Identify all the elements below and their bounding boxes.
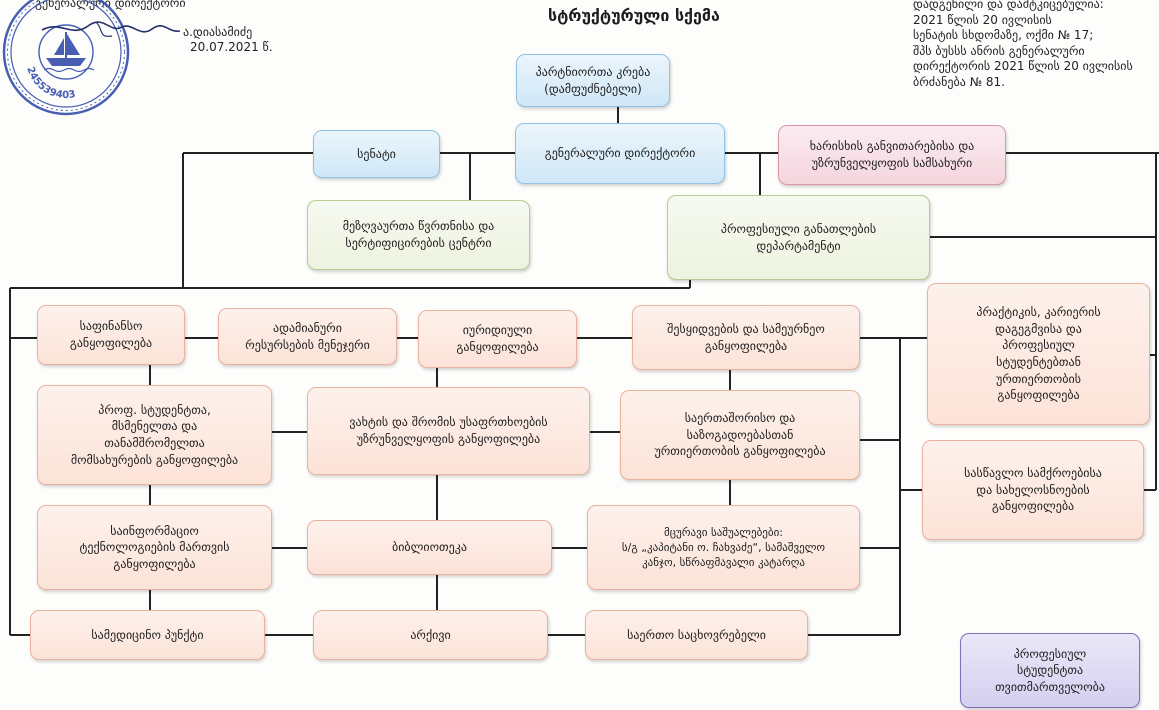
approval-line: ბრძანება № 81.: [913, 74, 1005, 89]
it-management-department-box: საინფორმაციო ტექნოლოგიების მართვის განყო…: [37, 505, 272, 590]
approval-line: დირექტორის 2021 წლის 20 ივლისის: [913, 59, 1133, 74]
unit-label: პარტნიორთა კრება (დამფუძნებელი): [535, 64, 651, 96]
security-labor-safety-department-box: ვახტის და შრომის უსაფრთხოების უზრუნველყო…: [307, 387, 590, 475]
unit-label: ადამიანური რესურსების მენეჯერი: [245, 320, 370, 352]
unit-label: მცურავი საშუალებები: ს/გ „კაპიტანი ო. ჩა…: [621, 525, 826, 570]
legal-department-box: იურიდიული განყოფილება: [418, 310, 577, 368]
approval-note: დადგენილი და დამტკიცებულია: 2021 წლის 20…: [913, 0, 1133, 91]
quality-service-box: ხარისხის განვითარებისა და უზრუნველყოფის …: [778, 125, 1006, 185]
unit-label: გენერალური დირექტორი: [544, 146, 696, 161]
workshops-department-box: სასწავლო სამქროებისა და სახელოსნოების გა…: [922, 440, 1144, 540]
unit-label: სენატი: [357, 146, 396, 161]
signatory-title: გენერალური დირექტორი: [35, 0, 186, 10]
signature-date: 20.07.2021 წ.: [190, 40, 273, 54]
library-box: ბიბლიოთეკა: [307, 520, 552, 575]
page-title: სტრუქტურული სქემა: [548, 6, 720, 25]
unit-label: იურიდიული განყოფილება: [456, 323, 539, 354]
signature: [41, 21, 181, 37]
unit-label: მეზღვაურთა წვრთნისა და სერტიფიცირების ცე…: [342, 219, 495, 250]
unit-label: საფინანსო განყოფილება: [69, 319, 153, 350]
vocational-education-department-box: პროფესიული განათლების დეპარტამენტი: [667, 195, 930, 280]
unit-label: არქივი: [410, 627, 451, 642]
senate-box: სენატი: [313, 130, 440, 178]
unit-label: შესყიდვების და სამეურნეო განყოფილება: [667, 321, 825, 353]
partners-meeting-box: პარტნიორთა კრება (დამფუძნებელი): [516, 54, 670, 107]
finance-department-box: საფინანსო განყოფილება: [37, 305, 185, 365]
unit-label: სამედიცინო პუნქტი: [91, 627, 204, 642]
signatory-name: ა.დიასამიძე: [183, 25, 253, 39]
hr-manager-box: ადამიანური რესურსების მენეჯერი: [218, 308, 397, 365]
unit-label: პრაქტიკის, კარიერის დაგეგმვისა და პროფეს…: [976, 305, 1101, 403]
vessels-box: მცურავი საშუალებები: ს/გ „კაპიტანი ო. ჩა…: [587, 505, 860, 590]
approval-line: შპს ბუსსს ანრის გენერალური: [913, 43, 1085, 58]
archive-box: არქივი: [313, 610, 548, 660]
seal-stamp: 245539403: [2, 0, 130, 116]
practice-career-department-box: პრაქტიკის, კარიერის დაგეგმვისა და პროფეს…: [927, 283, 1150, 425]
approval-line: 2021 წლის 20 ივლისის: [913, 12, 1052, 27]
dormitory-box: საერთო საცხოვრებელი: [585, 610, 808, 660]
unit-label: სასწავლო სამქროებისა და სახელოსნოების გა…: [964, 466, 1102, 514]
international-relations-department-box: საერთაშორისო და საზოგადოებასთან ურთიერთო…: [620, 390, 860, 480]
unit-label: ვახტის და შრომის უსაფრთხოების უზრუნველყო…: [349, 415, 548, 446]
procurement-department-box: შესყიდვების და სამეურნეო განყოფილება: [632, 305, 860, 370]
approval-line: სენატის სხდომაზე, ოქმი № 17;: [913, 28, 1094, 43]
student-self-government-box: პროფესიულ სტუდენტთა თვითმართველობა: [960, 633, 1140, 708]
unit-label: საინფორმაციო ტექნოლოგიების მართვის განყო…: [79, 523, 230, 571]
approval-line: დადგენილი და დამტკიცებულია:: [913, 0, 1104, 11]
unit-label: პროფ. სტუდენტთა, მსმენელთა და თანამშრომე…: [70, 402, 239, 467]
unit-label: პროფესიულ სტუდენტთა თვითმართველობა: [995, 646, 1105, 694]
unit-label: საერთაშორისო და საზოგადოებასთან ურთიერთო…: [654, 411, 826, 459]
unit-label: ბიბლიოთეკა: [392, 540, 467, 555]
unit-label: ხარისხის განვითარებისა და უზრუნველყოფის …: [809, 139, 975, 170]
medical-point-box: სამედიცინო პუნქტი: [30, 610, 265, 660]
unit-label: საერთო საცხოვრებელი: [627, 627, 766, 642]
general-director-box: გენერალური დირექტორი: [515, 123, 725, 184]
seafarers-training-center-box: მეზღვაურთა წვრთნისა და სერტიფიცირების ცე…: [307, 200, 530, 270]
unit-label: პროფესიული განათლების დეპარტამენტი: [720, 221, 877, 253]
student-services-department-box: პროფ. სტუდენტთა, მსმენელთა და თანამშრომე…: [37, 385, 272, 485]
